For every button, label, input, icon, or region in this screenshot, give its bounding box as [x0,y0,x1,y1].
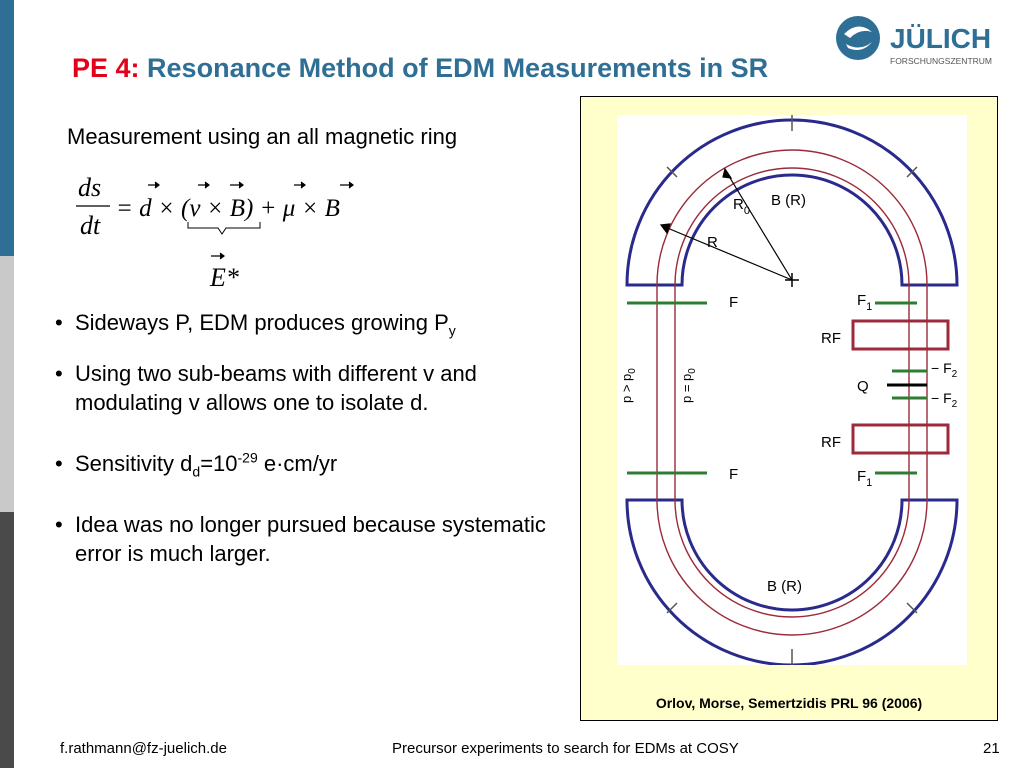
sidebar-bar-grey [0,256,14,512]
figure-caption: Orlov, Morse, Semertzidis PRL 96 (2006) [655,695,923,711]
logo-text: JÜLICH [890,23,991,54]
footer-email: f.rathmann@fz-juelich.de [60,740,227,757]
ring-diagram: B (R) R0 R F F F1 F1 RF RF Q − F2 − F2 B… [617,115,967,665]
radius-arrows [659,167,793,281]
sidebar-bar-dark [0,512,14,768]
orbit-p-greater [656,149,928,636]
label-p-greater: p > p0 [619,368,638,403]
formula-rhs: = d × (v × B) + μ × B [116,195,340,222]
bullet-item: Sensitivity dd=10-29 e·cm/yr [55,449,565,478]
storage-ring-figure: B (R) R0 R F F F1 F1 RF RF Q − F2 − F2 B… [580,96,998,721]
label-q: Q [857,378,869,395]
logo-subtext: FORSCHUNGSZENTRUM [890,56,992,66]
julich-logo-mark [836,16,880,60]
rf-cavity-top [851,319,950,351]
label-r0: R0 [733,196,750,217]
label-f1-top: F1 [857,292,872,313]
bottom-bending-magnet [625,498,959,665]
label-rf-bottom: RF [821,434,841,451]
footer-title: Precursor experiments to search for EDMs… [392,740,739,757]
title-main: Resonance Method of EDM Measurements in … [147,53,769,83]
label-f-top: F [729,294,738,311]
label-rf-top: RF [821,330,841,347]
bullet-list: Sideways P, EDM produces growing Py Usin… [55,308,565,568]
julich-logo: JÜLICH FORSCHUNGSZENTRUM [836,16,992,66]
focusing-magnets [627,301,927,475]
title-prefix: PE 4: [72,53,140,83]
rf-cavity-bottom [851,423,950,455]
vector-arrows [148,181,354,260]
slide-title: PE 4: Resonance Method of EDM Measuremen… [72,53,768,84]
top-bending-magnet [625,118,959,287]
bullet-item: Sideways P, EDM produces growing Py [55,308,565,337]
footer-page-number: 21 [983,740,1000,757]
label-p-equal: p = p0 [679,368,698,403]
label-r: R [707,234,718,251]
bullet-item: Idea was no longer pursued because syste… [55,510,565,568]
formula-lhs-denominator: dt [80,211,101,240]
intro-text: Measurement using an all magnetic ring [67,124,458,149]
label-f1-bottom: F1 [857,468,872,489]
ring-ticks [666,115,918,665]
bullet-item: Using two sub-beams with different v and… [55,359,565,417]
label-b-top: B (R) [771,192,806,209]
label-f2-bottom: − F2 [931,390,958,410]
formula-brace-label: E* [209,263,239,292]
label-f2-top: − F2 [931,360,958,380]
formula-brace [187,222,261,235]
label-b-bottom: B (R) [767,578,802,595]
sidebar-bar-blue [0,0,14,256]
edm-formula: ds dt = d × (v × B) + μ × B E* [76,173,354,292]
formula-lhs-numerator: ds [78,173,101,202]
label-f-bottom: F [729,466,738,483]
